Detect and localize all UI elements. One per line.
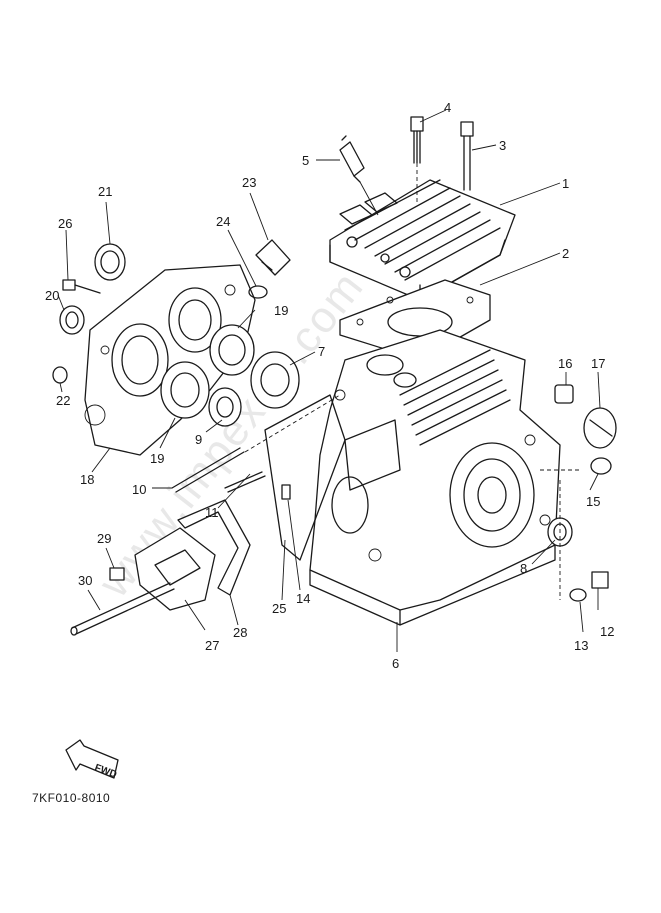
- drawing-code: 7KF010-8010: [32, 791, 110, 805]
- callout-18: 18: [80, 472, 94, 487]
- callout-10: 10: [132, 482, 146, 497]
- callout-25: 25: [272, 601, 286, 616]
- callout-26: 26: [58, 216, 72, 231]
- bearing-19-upper: [209, 324, 255, 376]
- spark-plug: [339, 135, 379, 216]
- gasket-25: [264, 394, 346, 561]
- pipe-30: [70, 582, 175, 636]
- callout-27: 27: [205, 638, 219, 653]
- callout-4: 4: [444, 100, 451, 115]
- callout-17: 17: [591, 356, 605, 371]
- callout-12: 12: [600, 624, 614, 639]
- dowel-14: [281, 484, 291, 500]
- callout-7: 7: [318, 344, 325, 359]
- callout-16: 16: [558, 356, 572, 371]
- oil-filler-cap-23: [255, 239, 291, 276]
- plug-15: [590, 457, 612, 475]
- cylinder-head: [329, 179, 516, 301]
- breather-gasket-28: [177, 499, 251, 596]
- bolt-12: [591, 571, 609, 589]
- bearing-19-lower: [160, 361, 210, 419]
- crankcase: [309, 329, 561, 626]
- o-ring-24: [248, 285, 268, 299]
- bearing-9: [208, 387, 242, 427]
- callout-28: 28: [233, 625, 247, 640]
- drain-plug-16: [554, 384, 574, 404]
- bolt-26: [62, 279, 101, 294]
- fwd-arrow-icon: FWD: [65, 739, 119, 781]
- stud-11: [224, 471, 266, 493]
- callout-15: 15: [586, 494, 600, 509]
- callout-22: 22: [56, 393, 70, 408]
- callout-24: 24: [216, 214, 230, 229]
- oil-seal-20: [59, 305, 85, 335]
- callout-29: 29: [97, 531, 111, 546]
- callout-3: 3: [499, 138, 506, 153]
- callout-20: 20: [45, 288, 59, 303]
- stud-10: [171, 447, 245, 493]
- callout-8: 8: [520, 561, 527, 576]
- callout-6: 6: [392, 656, 399, 671]
- callout-5: 5: [302, 153, 309, 168]
- callout-23: 23: [242, 175, 256, 190]
- callout-14: 14: [296, 591, 310, 606]
- callout-2: 2: [562, 246, 569, 261]
- callout-11: 11: [205, 505, 219, 520]
- bolt-29: [109, 567, 125, 581]
- callout-numbers: 1 2 3 4 5 6 7 8 9 10 11 12 13 14 15 16 1…: [45, 100, 614, 671]
- callout-1: 1: [562, 176, 569, 191]
- bolt-4: [410, 116, 424, 164]
- washer-22: [52, 366, 68, 384]
- callout-19-lower: 19: [150, 451, 164, 466]
- crankcase-cover: [84, 264, 256, 456]
- callout-9: 9: [195, 432, 202, 447]
- washer-13: [569, 588, 587, 602]
- callout-19-upper: 19: [274, 303, 288, 318]
- cap-17: [583, 407, 617, 449]
- bearing-7: [250, 351, 300, 409]
- leader-lines: [57, 109, 601, 652]
- callout-30: 30: [78, 573, 92, 588]
- bolt-3: [460, 121, 474, 191]
- callout-13: 13: [574, 638, 588, 653]
- callout-21: 21: [98, 184, 112, 199]
- oil-seal-21: [94, 243, 126, 281]
